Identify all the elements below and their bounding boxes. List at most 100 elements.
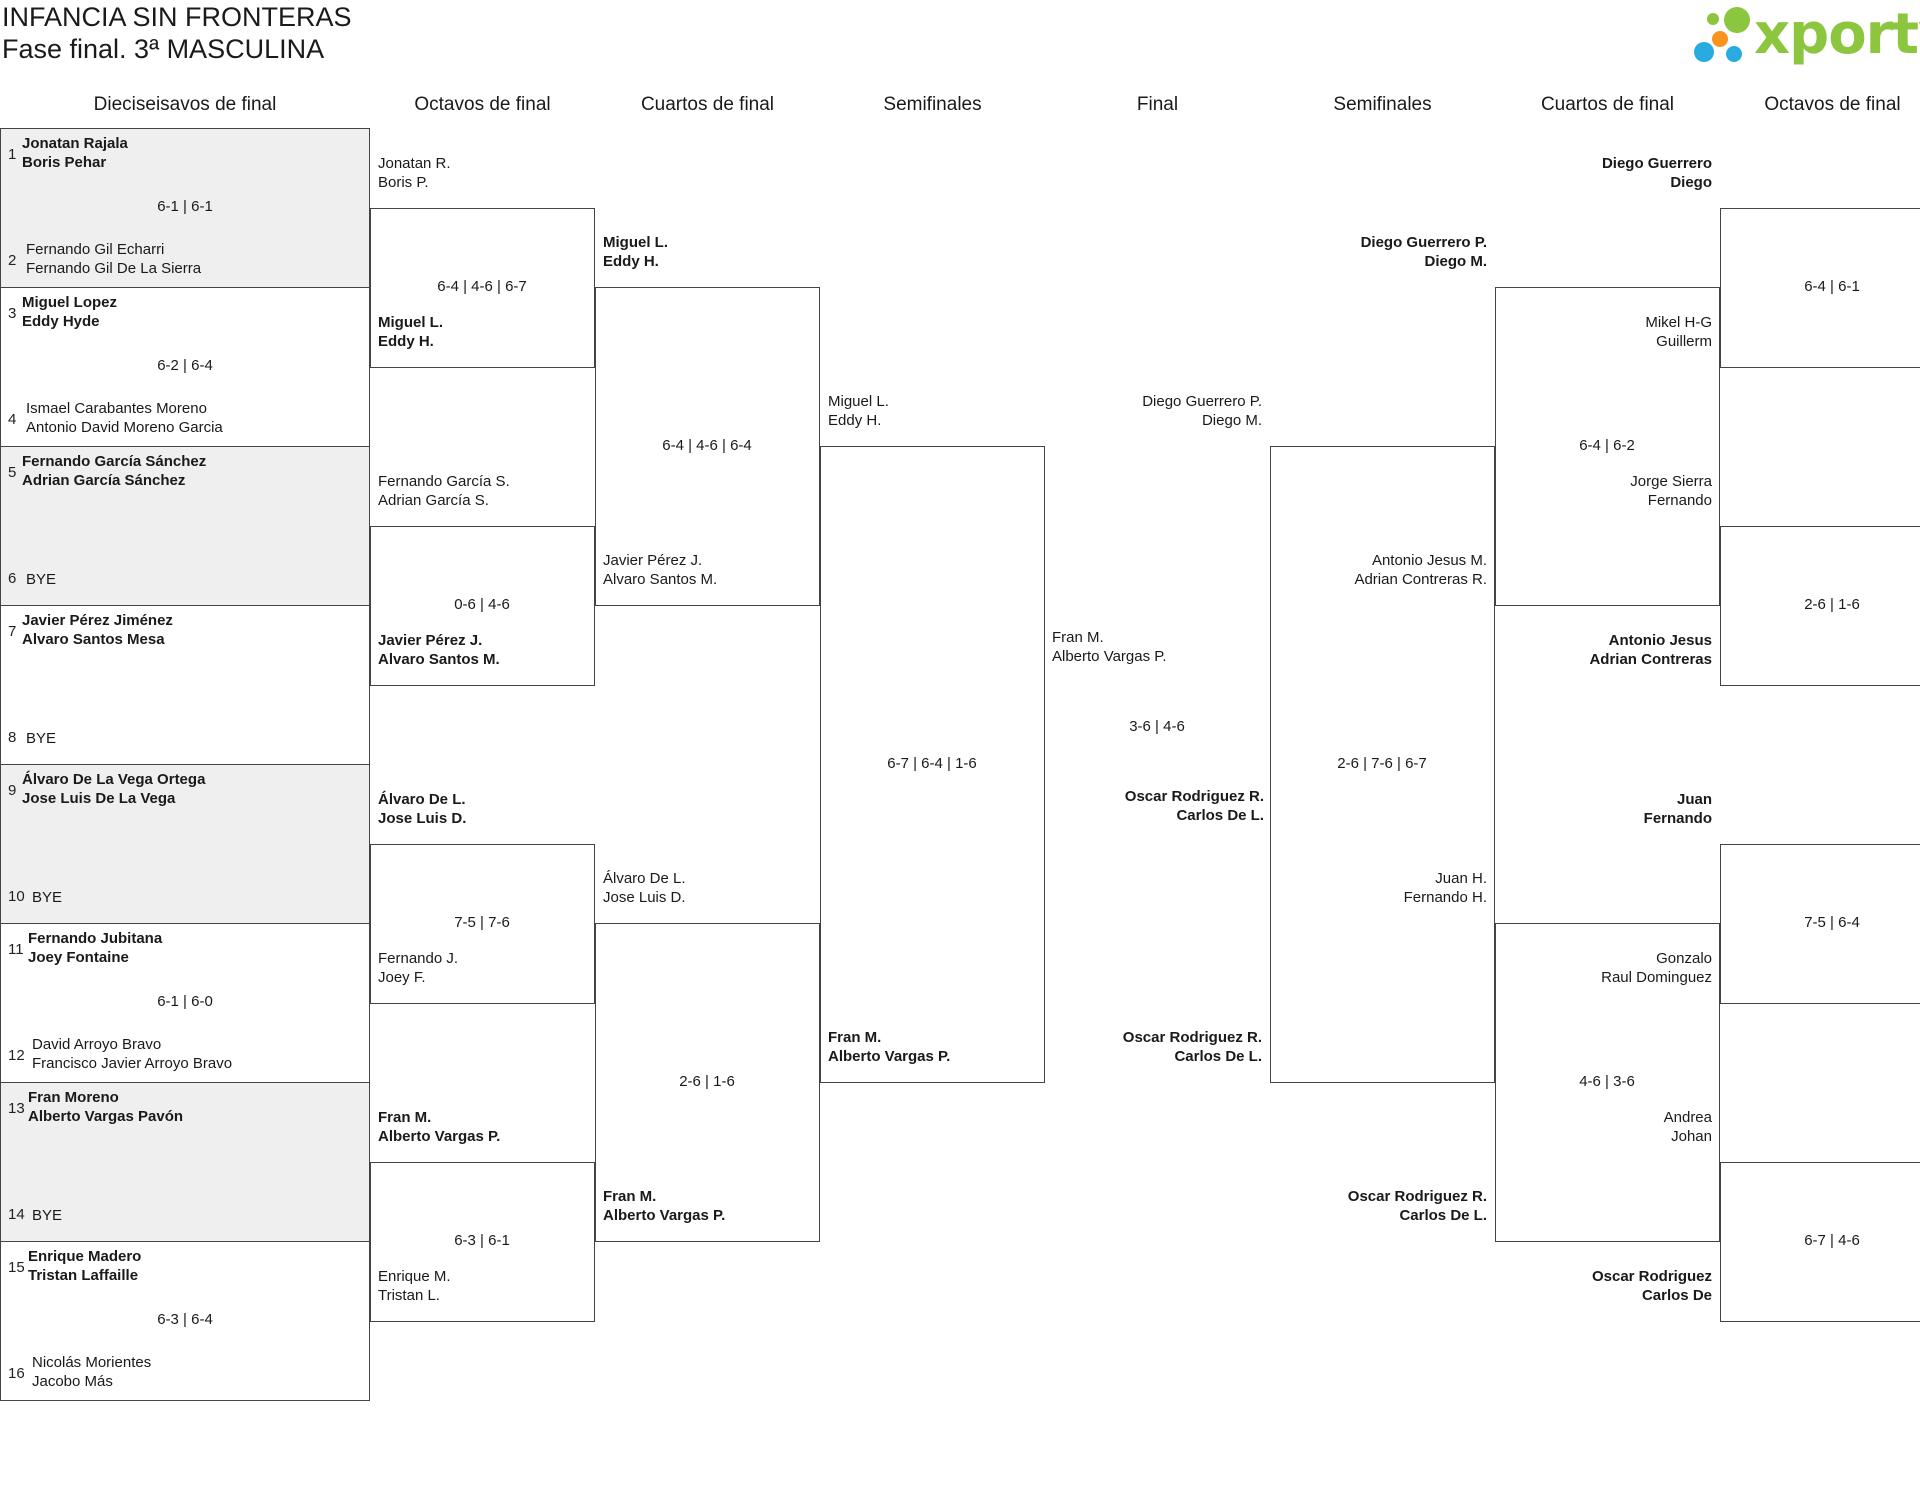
- player-name: Miguel Lopez: [22, 294, 117, 311]
- match-score: 7-5 | 7-6: [454, 914, 510, 931]
- match-r16-left-1[interactable]: [370, 207, 595, 368]
- xporty-logo[interactable]: xporty: [1692, 2, 1920, 68]
- match-r32-5[interactable]: [0, 764, 370, 924]
- bye-label: BYE: [32, 1207, 63, 1224]
- player-name: Ismael Carabantes Moreno: [26, 400, 207, 417]
- match-sf-right[interactable]: [1270, 446, 1495, 1083]
- player-name: Oscar Rodriguez R.: [1122, 1029, 1262, 1046]
- player-name: Alberto Vargas P.: [828, 1048, 951, 1065]
- match-qf-right-2[interactable]: [1495, 923, 1720, 1242]
- player-name: Fernando Gil De La Sierra: [26, 260, 202, 277]
- match-qf-right-1[interactable]: [1495, 287, 1720, 606]
- match-r16-left-2[interactable]: [370, 525, 595, 686]
- player-name: Javier Pérez J.: [378, 631, 483, 649]
- player-name: David Arroyo Bravo: [32, 1036, 162, 1053]
- match-score: 7-5 | 6-4: [1804, 914, 1860, 931]
- player-name: Eddy Hyde: [22, 313, 100, 330]
- player-name: Adrian García Sánchez: [22, 472, 186, 489]
- player-name: Fernando J.: [378, 949, 459, 967]
- match-score: 2-6 | 1-6: [679, 1073, 735, 1090]
- match-score: 6-4 | 6-1: [1804, 278, 1860, 295]
- player-name: Fran M.: [603, 1188, 657, 1205]
- player-name: Jorge Sierra: [1630, 472, 1712, 490]
- match-score: 6-7 | 6-4 | 1-6: [887, 755, 977, 772]
- player-name: Jonatan R.: [378, 154, 451, 172]
- player-name: Oscar Rodriguez R.: [1124, 788, 1264, 805]
- match-score: 2-6 | 7-6 | 6-7: [1337, 755, 1427, 772]
- match-score: 6-3 | 6-4: [157, 1311, 213, 1328]
- match-score: 6-4 | 4-6 | 6-4: [662, 437, 752, 454]
- match-r16-right-4[interactable]: [1720, 1161, 1920, 1322]
- player-name: Fernando García S.: [378, 472, 510, 490]
- player-name: Jacobo Más: [32, 1373, 113, 1390]
- round-header-sf-right: Semifinales: [1333, 94, 1432, 115]
- player-name: Carlos De L.: [1399, 1207, 1487, 1224]
- player-name: Jose Luis De La Vega: [22, 790, 176, 807]
- player-name: Jose Luis D.: [603, 889, 686, 906]
- match-r16-right-2[interactable]: [1720, 525, 1920, 686]
- player-name: Joey F.: [378, 968, 426, 986]
- seed-number: 1: [8, 146, 17, 163]
- bye-label: BYE: [26, 730, 57, 747]
- match-r32-8[interactable]: [0, 1241, 370, 1401]
- player-name: Alvaro Santos M.: [603, 571, 718, 588]
- match-qf-left-1[interactable]: [595, 287, 820, 606]
- player-name: Alberto Vargas Pavón: [28, 1108, 184, 1125]
- match-r32-1[interactable]: [0, 128, 370, 288]
- match-score: 6-7 | 4-6: [1804, 1232, 1860, 1249]
- seed-number: 10: [8, 888, 25, 905]
- player-name: Adrian García S.: [378, 491, 489, 509]
- player-name: Tristan L.: [378, 1286, 440, 1304]
- player-name: Joey Fontaine: [28, 949, 129, 966]
- round-header-r16-right: Octavos de final: [1764, 94, 1901, 115]
- phase-subtitle: Fase final. 3ª MASCULINA: [2, 34, 325, 64]
- logo-dots-icon: [1694, 7, 1750, 62]
- logo-dot-green-large: [1724, 7, 1750, 33]
- seed-number: 4: [8, 411, 17, 428]
- match-score: 6-4 | 6-2: [1579, 437, 1635, 454]
- seed-number: 12: [8, 1047, 25, 1064]
- player-name: Tristan Laffaille: [28, 1267, 139, 1284]
- player-name: Diego Guerrero P.: [1360, 234, 1487, 251]
- match-score: 2-6 | 1-6: [1804, 596, 1860, 613]
- player-name: Guillerm: [1656, 332, 1712, 350]
- bye-label: BYE: [32, 889, 63, 906]
- player-name: Gonzalo: [1656, 949, 1712, 967]
- player-name: Alberto Vargas P.: [1052, 648, 1167, 665]
- player-name: Boris P.: [378, 173, 429, 191]
- seed-number: 14: [8, 1206, 25, 1223]
- logo-wordmark: xporty: [1754, 2, 1920, 67]
- match-r32-3[interactable]: [0, 446, 370, 606]
- match-score: 4-6 | 3-6: [1579, 1073, 1635, 1090]
- seed-number: 15: [8, 1259, 25, 1276]
- player-name: Juan H.: [1435, 870, 1487, 887]
- player-name: Enrique M.: [378, 1267, 451, 1285]
- match-score: 6-2 | 6-4: [157, 357, 213, 374]
- seed-number: 8: [8, 729, 17, 746]
- seed-number: 9: [8, 782, 17, 799]
- match-qf-left-2[interactable]: [595, 923, 820, 1242]
- player-name: Fran M.: [828, 1029, 882, 1046]
- player-name: Enrique Madero: [28, 1248, 142, 1265]
- match-r32-7[interactable]: [0, 1082, 370, 1242]
- player-name: Oscar Rodriguez R.: [1347, 1188, 1487, 1205]
- match-score: 6-4 | 4-6 | 6-7: [437, 278, 527, 295]
- player-name: Alberto Vargas P.: [603, 1207, 726, 1224]
- match-r16-right-1[interactable]: [1720, 207, 1920, 368]
- match-r16-left-4[interactable]: [370, 1161, 595, 1322]
- round-header-r16-left: Octavos de final: [414, 94, 551, 115]
- player-name: Mikel H-G: [1645, 313, 1712, 331]
- match-r16-left-3[interactable]: [370, 843, 595, 1004]
- player-name: Fernando: [1647, 491, 1712, 509]
- round-header-final: Final: [1136, 94, 1179, 115]
- match-r16-right-3[interactable]: [1720, 843, 1920, 1004]
- player-name: Boris Pehar: [22, 154, 107, 171]
- match-sf-left[interactable]: [820, 446, 1045, 1083]
- match-score: 6-3 | 6-1: [454, 1232, 510, 1249]
- player-name: Jonatan Rajala: [22, 135, 128, 152]
- match-score: 3-6 | 4-6: [1129, 718, 1185, 735]
- logo-dot-orange: [1712, 31, 1728, 47]
- seed-number: 13: [8, 1100, 25, 1117]
- player-name: Miguel L.: [378, 313, 443, 331]
- seed-number: 11: [8, 941, 24, 958]
